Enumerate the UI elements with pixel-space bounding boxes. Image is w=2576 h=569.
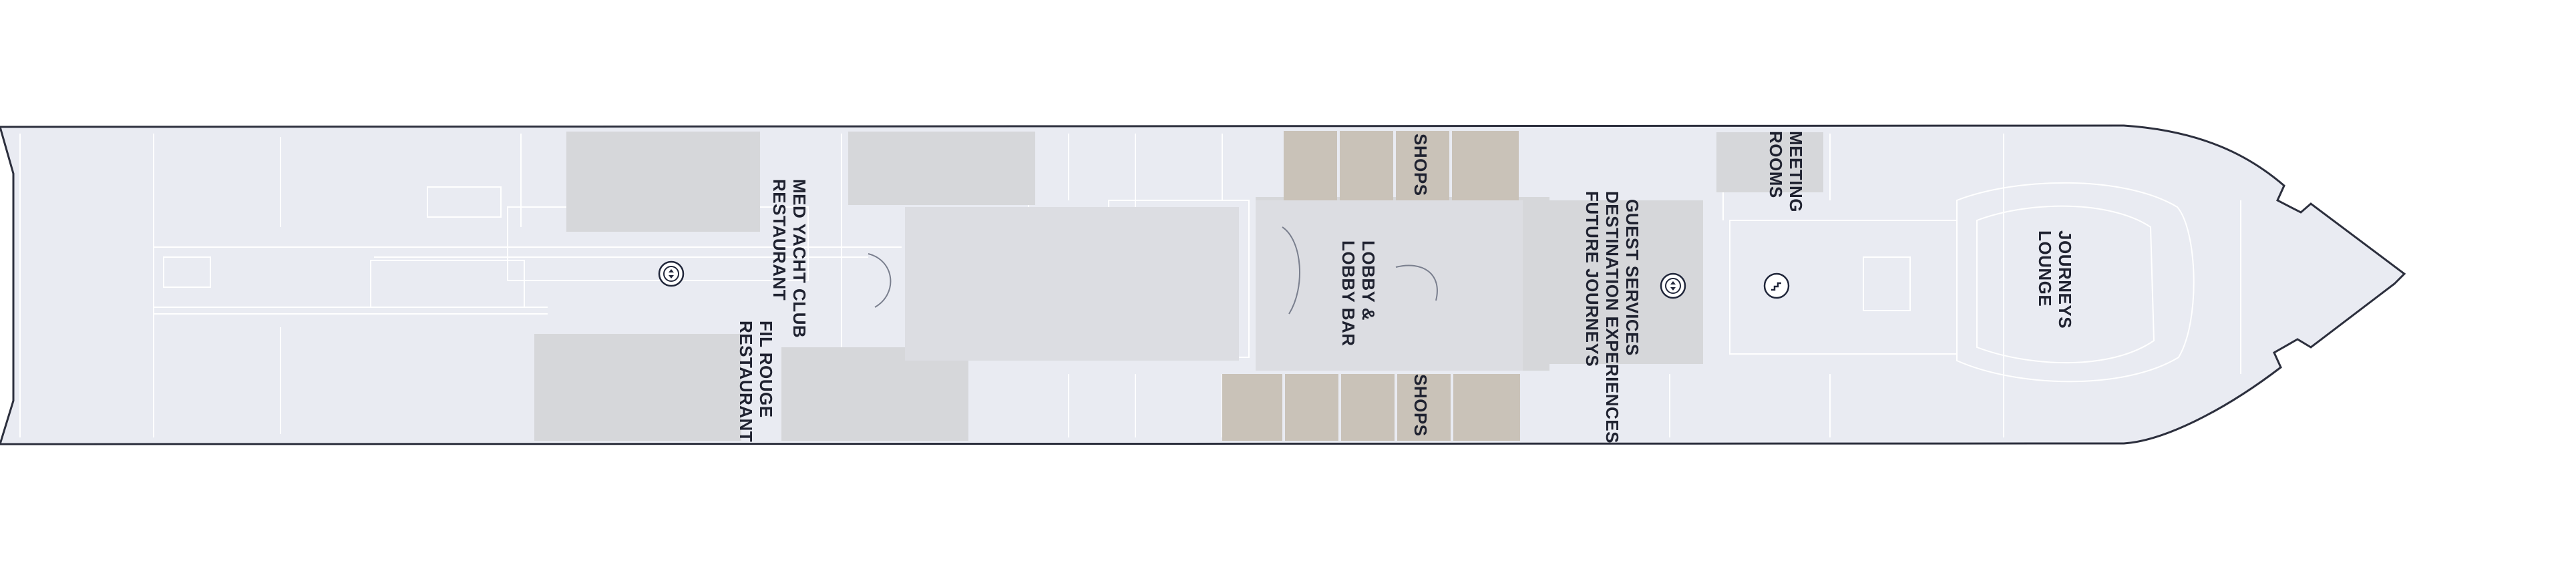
label-shops-bottom: SHOPS	[1411, 374, 1431, 437]
label-shops-top: SHOPS	[1411, 134, 1431, 196]
label-guest-services: GUEST SERVICES DESTINATION EXPERIENCES F…	[1582, 191, 1642, 449]
elevator-icon	[1660, 272, 1686, 299]
lobby-area	[1256, 200, 1523, 371]
shop-areas	[1222, 131, 1520, 441]
journeys-lounge-area	[1956, 182, 2195, 383]
stairs-icon	[1763, 272, 1790, 299]
label-med-yacht-club: MED YACHT CLUB RESTAURANT	[769, 179, 809, 343]
elevator-icon	[658, 260, 685, 287]
label-meeting-rooms: MEETING ROOMS	[1766, 131, 1806, 218]
atrium-features	[868, 226, 1438, 315]
label-journeys-lounge: JOURNEYS LOUNGE	[2035, 230, 2075, 334]
label-fil-rouge: FIL ROUGE RESTAURANT	[736, 321, 776, 442]
lobby-atrium	[905, 207, 1239, 361]
label-lobby: LOBBY & LOBBY BAR	[1338, 240, 1378, 347]
